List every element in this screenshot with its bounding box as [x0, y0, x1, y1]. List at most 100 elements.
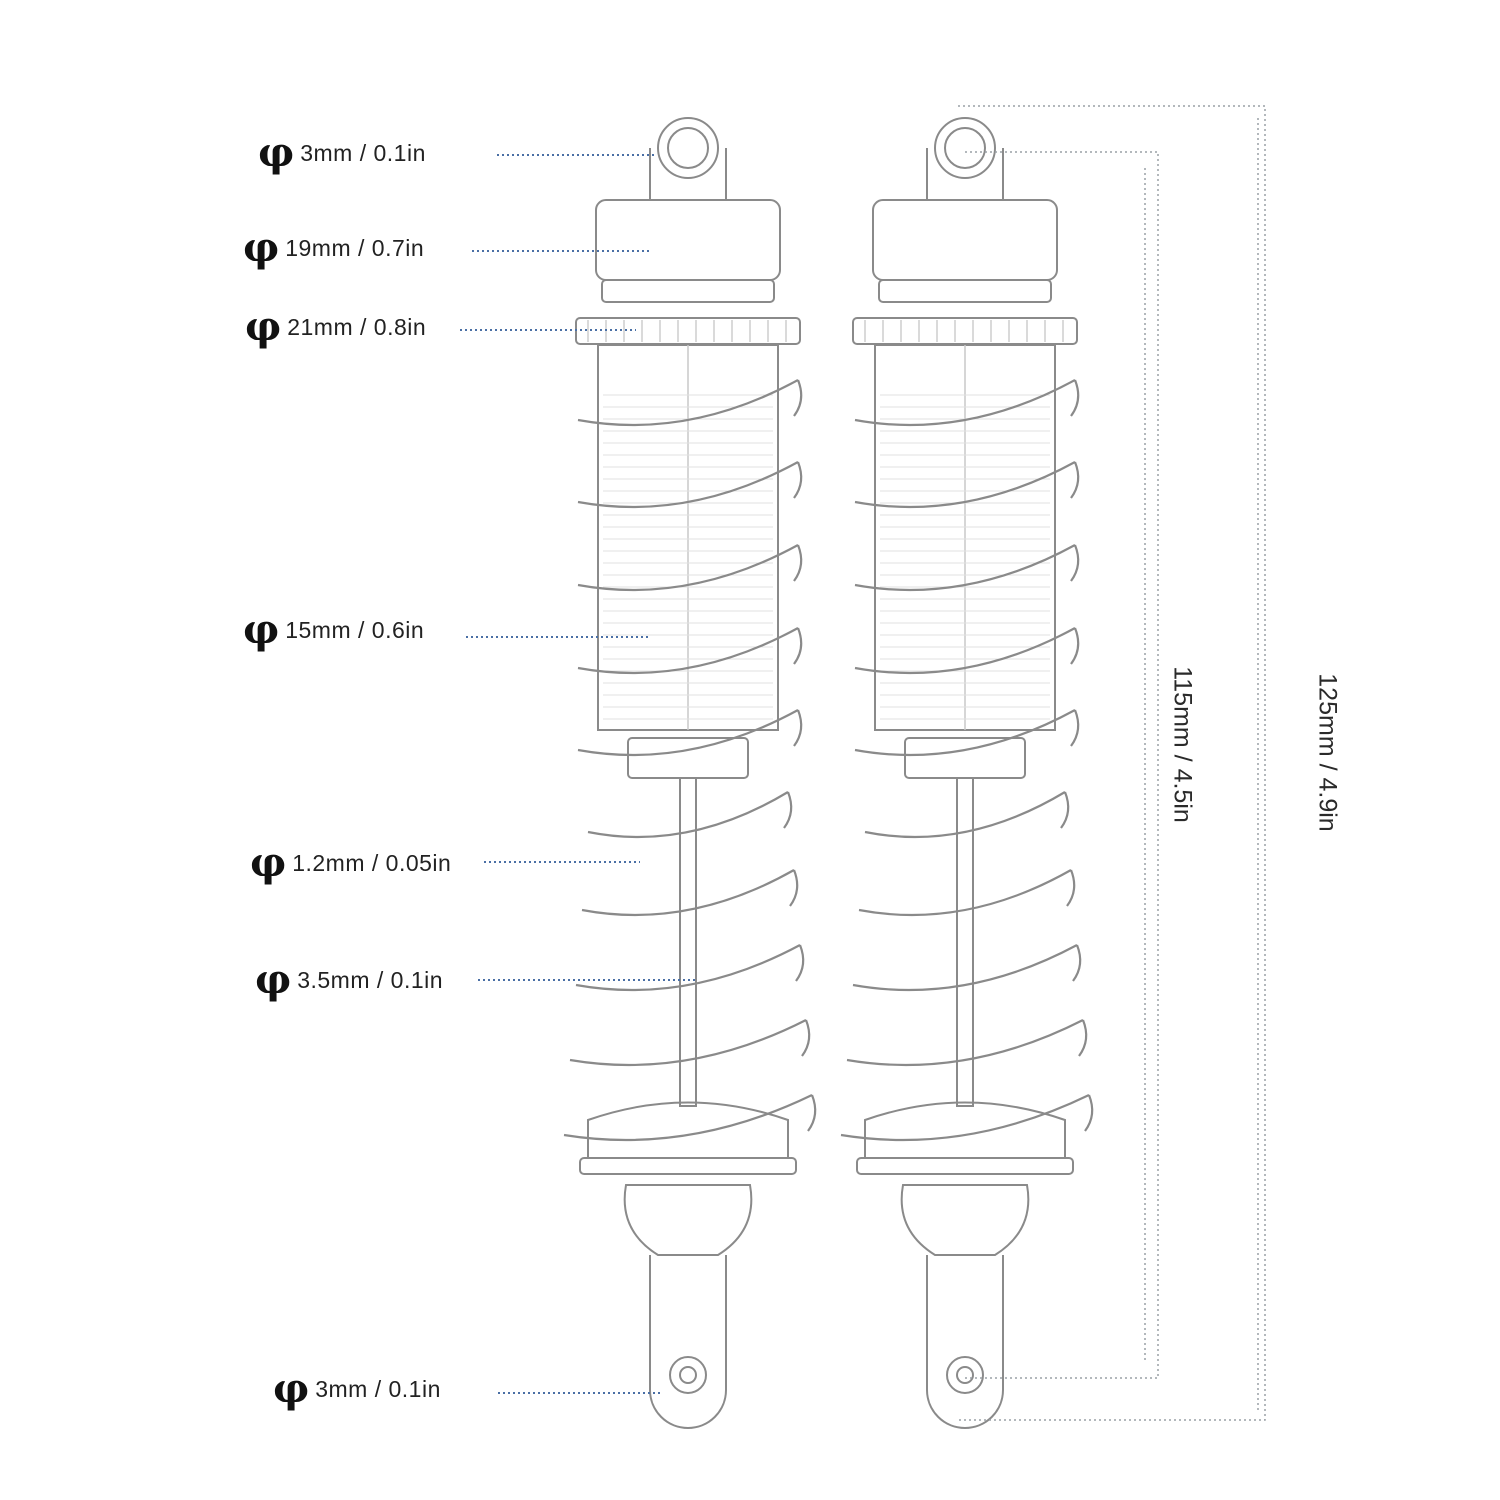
spring-coil: [846, 1019, 1084, 1067]
spring-coil: [854, 379, 1076, 427]
spring-coil: [577, 544, 799, 592]
spring-cup-rim: [856, 1157, 1074, 1175]
diameter-label-cap: φ 19mm / 0.7in: [243, 228, 424, 268]
diameter-label-top-eye: φ 3mm / 0.1in: [258, 133, 426, 173]
spring-coil-edge: [1070, 709, 1080, 747]
diameter-icon: φ: [255, 956, 292, 1003]
dimension-line-hole-to-hole: [965, 151, 1159, 1379]
spring-coil: [577, 379, 799, 427]
spring-coil: [575, 944, 801, 992]
top-eye-neck: [926, 148, 1004, 200]
diameter-value: 15mm / 0.6in: [285, 616, 425, 643]
spring-coil: [854, 627, 1076, 675]
spring-coil: [577, 709, 799, 757]
spring-coil: [854, 709, 1076, 757]
spring-coil-edge: [1070, 544, 1080, 582]
bottom-eye-bushing: [956, 1366, 974, 1384]
lower-rod-end: [649, 1255, 727, 1390]
diameter-label-bottom-eye: φ 3mm / 0.1in: [273, 1369, 441, 1409]
spring-coil-edge: [807, 1094, 817, 1132]
top-eye-hole: [667, 127, 709, 169]
body-seal: [627, 737, 749, 779]
spring-coil-edge: [795, 944, 805, 982]
diameter-value: 3.5mm / 0.1in: [297, 966, 444, 993]
diameter-icon: φ: [250, 839, 287, 886]
body-seal: [904, 737, 1026, 779]
dimension-line-overall: [958, 105, 1266, 1421]
spring-cup-rim: [579, 1157, 797, 1175]
spring-coil-edge: [793, 627, 803, 665]
spring-coil-edge: [793, 379, 803, 417]
spring-coil-edge: [1084, 1094, 1094, 1132]
diameter-icon: φ: [245, 303, 282, 350]
diameter-value: 3mm / 0.1in: [300, 139, 426, 166]
spring-coil-edge: [1078, 1019, 1088, 1057]
spring-coil-edge: [793, 709, 803, 747]
top-eye-ring: [657, 117, 719, 179]
shock-absorber-right: [840, 117, 1094, 1429]
spring-coil: [840, 1094, 1090, 1142]
spring-coil-edge: [783, 791, 793, 829]
lower-rod-end-base: [926, 1389, 1004, 1429]
bottom-eye-bushing: [679, 1366, 697, 1384]
spring-coil: [577, 461, 799, 509]
bottom-eye-hole: [669, 1356, 707, 1394]
spring-coil-edge: [1066, 869, 1076, 907]
piston-shaft: [679, 777, 697, 1107]
lower-mount: [623, 1184, 753, 1256]
lower-mount: [900, 1184, 1030, 1256]
diameter-label-collar: φ 21mm / 0.8in: [245, 307, 426, 347]
spring-coil: [858, 869, 1072, 917]
spring-coil-edge: [793, 461, 803, 499]
spring-coil: [864, 791, 1066, 839]
bottom-eye-hole: [946, 1356, 984, 1394]
diameter-icon: φ: [258, 129, 295, 176]
spring-coil: [563, 1094, 813, 1142]
spring-coil-edge: [1070, 379, 1080, 417]
top-eye-ring: [934, 117, 996, 179]
spring-coil-edge: [789, 869, 799, 907]
length-label-hole-to-hole: 115mm / 4.5in: [1168, 666, 1197, 823]
diameter-value: 19mm / 0.7in: [285, 234, 425, 261]
spring-collar: [575, 317, 801, 345]
spring-coil: [569, 1019, 807, 1067]
spring-coil: [852, 944, 1078, 992]
length-label-overall: 125mm / 4.9in: [1313, 673, 1342, 832]
spring-coil-edge: [1070, 461, 1080, 499]
spring-coil: [587, 791, 789, 839]
spring-coil: [581, 869, 795, 917]
spring-coil-edge: [1070, 627, 1080, 665]
dimension-leader-lines: [460, 154, 696, 1394]
diameter-value: 3mm / 0.1in: [315, 1375, 441, 1402]
shock-cap: [872, 199, 1058, 281]
spring-coil-edge: [1060, 791, 1070, 829]
spring-collar: [852, 317, 1078, 345]
spring-cup: [587, 1101, 789, 1159]
diameter-value: 1.2mm / 0.05in: [292, 849, 452, 876]
top-eye-hole: [944, 127, 986, 169]
diameter-icon: φ: [273, 1365, 310, 1412]
lower-rod-end: [926, 1255, 1004, 1390]
diameter-label-body: φ 15mm / 0.6in: [243, 610, 424, 650]
diameter-icon: φ: [243, 606, 280, 653]
diameter-label-shaft: φ 3.5mm / 0.1in: [255, 960, 443, 1000]
top-eye-neck: [649, 148, 727, 200]
spring-cup: [864, 1101, 1066, 1159]
shock-cap: [595, 199, 781, 281]
piston-shaft: [956, 777, 974, 1107]
spring-coil: [577, 627, 799, 675]
length-dimension-lines: [958, 105, 1266, 1421]
diameter-label-spring-wire: φ 1.2mm / 0.05in: [250, 843, 451, 883]
cap-nut: [601, 279, 775, 303]
shock-absorber-left: [563, 117, 817, 1429]
diameter-value: 21mm / 0.8in: [287, 313, 427, 340]
lower-rod-end-base: [649, 1389, 727, 1429]
spring-coil-edge: [801, 1019, 811, 1057]
diameter-icon: φ: [243, 224, 280, 271]
cap-nut: [878, 279, 1052, 303]
spring-coil: [854, 461, 1076, 509]
spring-coil-edge: [793, 544, 803, 582]
spring-coil: [854, 544, 1076, 592]
spring-coil-edge: [1072, 944, 1082, 982]
